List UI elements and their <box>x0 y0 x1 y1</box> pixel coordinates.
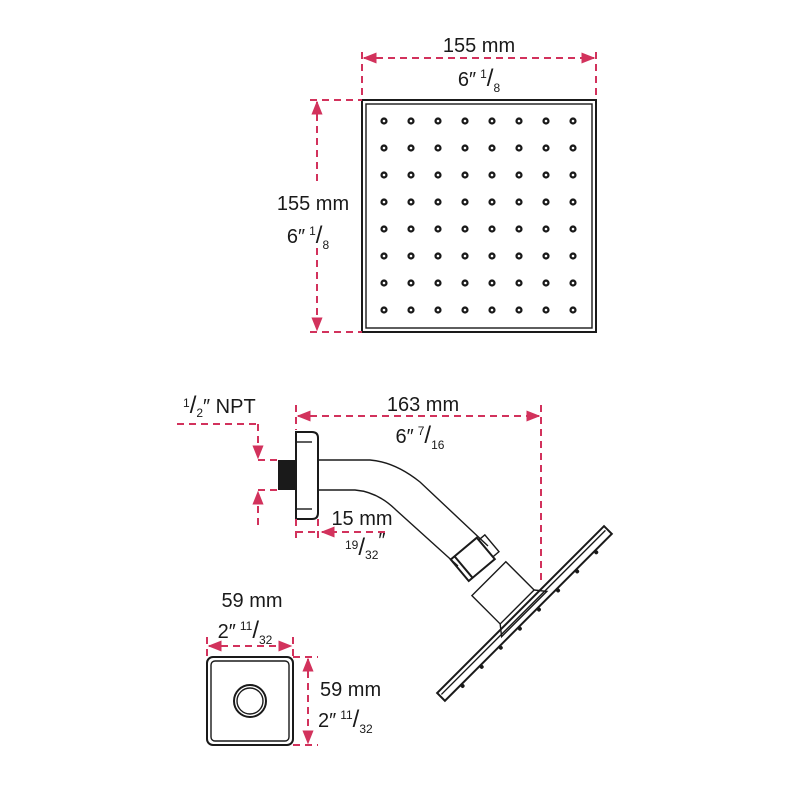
flange-width-metric: 59 mm <box>221 590 282 612</box>
arm-reach-metric: 163 mm <box>387 394 459 416</box>
side-nozzle <box>479 664 484 669</box>
flange-height-imperial: 2″11/32 <box>318 706 373 736</box>
head-height-metric: 155 mm <box>277 193 349 215</box>
thread-size-dimension: 1/2″ NPT <box>177 392 278 525</box>
thread-size-label: 1/2″ NPT <box>183 392 256 420</box>
shower-head-top-view <box>361 99 597 333</box>
arm-reach-dimension: 163 mm 6″7/16 <box>295 394 542 582</box>
flange-depth-dimension: 15 mm 19/32″ <box>295 508 393 562</box>
flange-height-dimension: 59 mm 2″11/32 <box>293 656 381 746</box>
wall-flange-front-view <box>206 656 294 746</box>
side-nozzle <box>575 569 580 574</box>
arm-collar-nut <box>449 533 500 583</box>
side-nozzle <box>498 645 503 650</box>
nozzle-grid <box>380 117 577 314</box>
head-width-metric: 155 mm <box>443 35 515 57</box>
head-width-imperial: 6″1/8 <box>458 65 501 95</box>
side-nozzle <box>594 550 599 555</box>
side-nozzle <box>460 683 465 688</box>
head-height-dimension: 155 mm 6″1/8 <box>277 99 362 333</box>
head-height-imperial: 6″1/8 <box>287 222 330 252</box>
wall-flange <box>295 431 319 520</box>
head-width-dimension: 155 mm 6″1/8 <box>361 35 597 100</box>
arm-reach-imperial: 6″7/16 <box>396 422 445 452</box>
shower-arm <box>318 459 489 547</box>
flange-width-dimension: 59 mm 2″11/32 <box>206 590 294 657</box>
threaded-pipe-end <box>278 460 296 490</box>
side-nozzle <box>536 607 541 612</box>
side-nozzle <box>517 626 522 631</box>
side-nozzle <box>556 588 561 593</box>
flange-width-imperial: 2″11/32 <box>218 617 273 647</box>
shower-head-side <box>435 524 614 703</box>
flange-depth-metric: 15 mm <box>331 508 392 530</box>
flange-height-metric: 59 mm <box>320 679 381 701</box>
shower-arm-side-view <box>278 431 614 703</box>
flange-depth-imperial: 19/32″ <box>345 530 385 562</box>
